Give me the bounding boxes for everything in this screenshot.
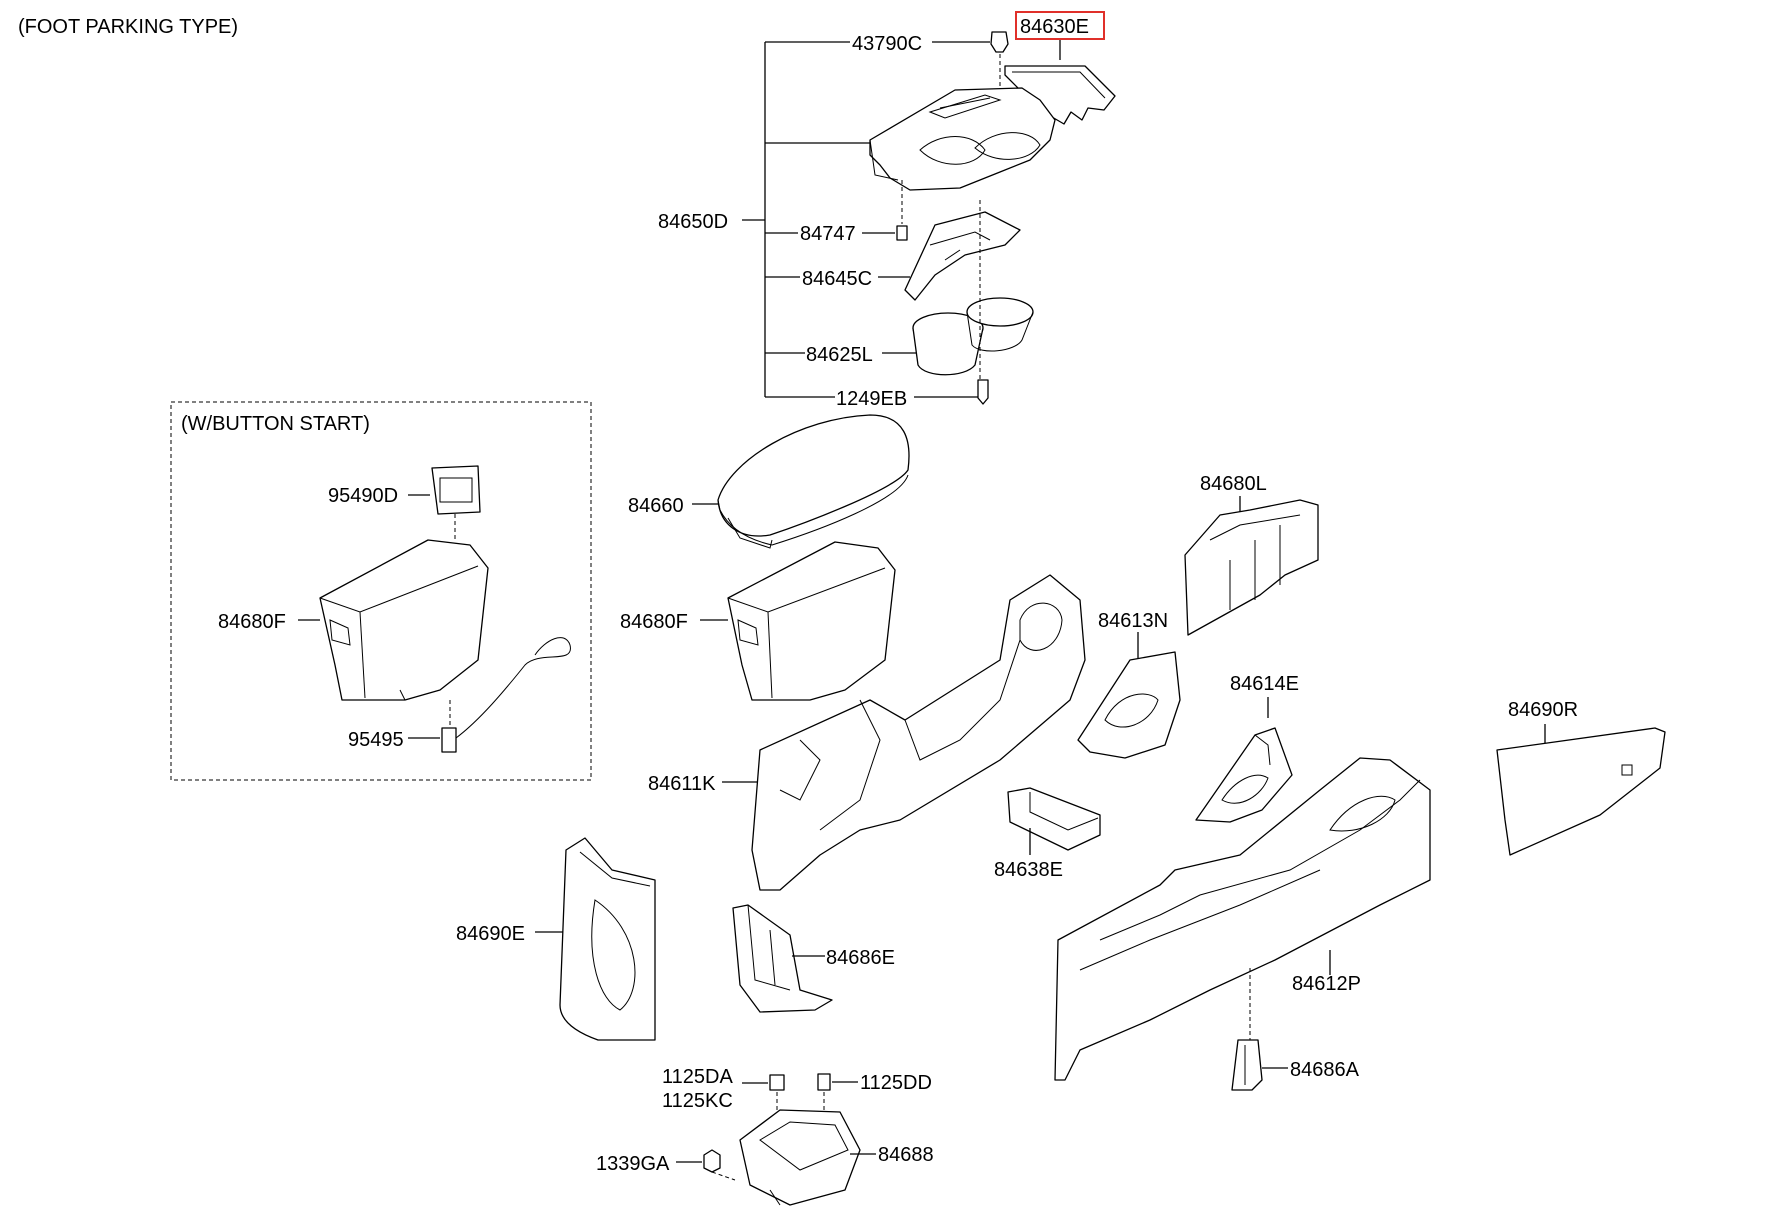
label-84645C: 84645C (802, 268, 872, 290)
part-95495[interactable]: 95495 (348, 637, 571, 753)
part-1125DD[interactable]: 1125DD (817, 1072, 932, 1120)
label-84650D: 84650D (658, 211, 728, 233)
label-1125DA: 1125DA (662, 1066, 733, 1088)
part-84611K[interactable]: 84611K (648, 574, 1086, 891)
button-start-inset-frame (170, 401, 592, 781)
part-1339GA[interactable]: 1339GA (596, 1149, 736, 1181)
part-84612P[interactable]: 84612P (1054, 757, 1431, 1081)
label-1249EB: 1249EB (836, 388, 907, 410)
label-95495: 95495 (348, 729, 404, 751)
label-84747: 84747 (800, 223, 856, 245)
label-84686A: 84686A (1290, 1059, 1360, 1081)
inset-title: (W/BUTTON START) (181, 413, 370, 435)
label-84638E: 84638E (994, 859, 1063, 881)
part-84686E[interactable]: 84686E (732, 904, 895, 1013)
part-84613N[interactable]: 84613N (1077, 610, 1181, 759)
part-84680F[interactable]: 84680F (620, 541, 896, 701)
part-84686A[interactable]: 84686A (1231, 1039, 1360, 1091)
label-1125DD: 1125DD (860, 1072, 932, 1094)
part-84690R[interactable]: 84690R (1496, 699, 1666, 856)
label-1339GA: 1339GA (596, 1153, 670, 1175)
label-84680F-inset: 84680F (218, 611, 286, 633)
part-1249EB[interactable]: 1249EB (836, 379, 989, 410)
part-95490D[interactable]: 95490D (328, 465, 481, 540)
label-84660: 84660 (628, 495, 684, 517)
part-84650D[interactable]: 84650D (658, 87, 1056, 233)
label-84690E: 84690E (456, 923, 525, 945)
label-84630E: 84630E (1020, 16, 1089, 38)
diagram-title: (FOOT PARKING TYPE) (18, 16, 238, 38)
part-84660[interactable]: 84660 (628, 414, 910, 549)
label-84686E: 84686E (826, 947, 895, 969)
part-1125DA-1125KC[interactable]: 1125DA 1125KC (662, 1066, 785, 1130)
label-84613N: 84613N (1098, 610, 1168, 632)
part-84614E[interactable]: 84614E (1195, 673, 1299, 823)
part-84680F-inset[interactable]: 84680F (218, 539, 489, 701)
label-84614E: 84614E (1230, 673, 1299, 695)
part-84747[interactable]: 84747 (800, 180, 908, 245)
label-84625L: 84625L (806, 344, 873, 366)
part-84690E[interactable]: 84690E (456, 837, 656, 1041)
part-84645C[interactable]: 84645C (802, 211, 1021, 301)
part-84638E[interactable]: 84638E (994, 787, 1101, 881)
label-43790C: 43790C (852, 33, 922, 55)
label-84688: 84688 (878, 1144, 934, 1166)
label-84680F: 84680F (620, 611, 688, 633)
part-84688[interactable]: 84688 (739, 1109, 934, 1206)
label-84612P: 84612P (1292, 973, 1361, 995)
highlight-box-84630E (1015, 11, 1105, 40)
label-84611K: 84611K (648, 773, 716, 795)
part-84680L[interactable]: 84680L (1184, 473, 1319, 636)
part-43790C[interactable]: 43790C (852, 31, 1009, 92)
label-84690R: 84690R (1508, 699, 1578, 721)
label-1125KC: 1125KC (662, 1090, 733, 1112)
part-84625L[interactable]: 84625L (806, 200, 1034, 380)
label-95490D: 95490D (328, 485, 398, 507)
assembly-bracket-84650D (742, 41, 872, 398)
label-84680L: 84680L (1200, 473, 1267, 495)
